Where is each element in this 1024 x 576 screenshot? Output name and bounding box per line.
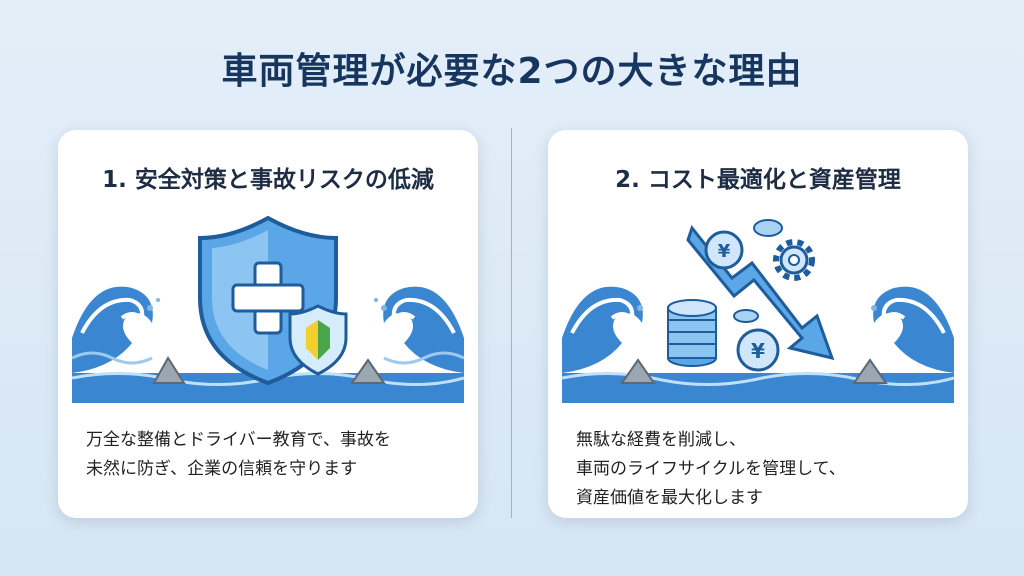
description-line: 資産価値を最大化します (576, 488, 763, 508)
card-title-safety: 1. 安全対策と事故リスクの低減 (102, 167, 434, 193)
cost-illustration: ¥ ¥ (561, 208, 955, 408)
wave-right-icon (871, 286, 954, 373)
description-line: 万全な整備とドライバー教育で、事故を (86, 430, 391, 450)
safety-illustration (71, 208, 465, 408)
wave-left-icon (71, 286, 160, 373)
center-divider (511, 128, 512, 518)
reason-card-cost: 2. コスト最適化と資産管理 (548, 130, 968, 518)
yen-coin-icon: ¥ (736, 328, 780, 372)
description-line: 未然に防ぎ、企業の信頼を守ります (86, 459, 358, 479)
yen-symbol: ¥ (718, 241, 731, 262)
card-description-safety: 万全な整備とドライバー教育で、事故を 未然に防ぎ、企業の信頼を守ります (86, 426, 456, 484)
description-line: 無駄な経費を削減し、 (576, 430, 746, 450)
coin-stack-icon (667, 299, 717, 367)
yen-coin-icon: ¥ (704, 230, 744, 270)
wave-left-icon (562, 286, 643, 373)
card-description-cost: 無駄な経費を削減し、 車両のライフサイクルを管理して、 資産価値を最大化します (576, 426, 946, 513)
card-title-cost: 2. コスト最適化と資産管理 (615, 167, 901, 193)
gear-icon (773, 239, 815, 281)
description-line: 車両のライフサイクルを管理して、 (576, 459, 846, 479)
page-title: 車両管理が必要な2つの大きな理由 (221, 51, 803, 92)
wave-right-icon (374, 286, 465, 373)
reason-card-safety: 1. 安全対策と事故リスクの低減 (58, 130, 478, 518)
yen-symbol: ¥ (751, 339, 765, 363)
